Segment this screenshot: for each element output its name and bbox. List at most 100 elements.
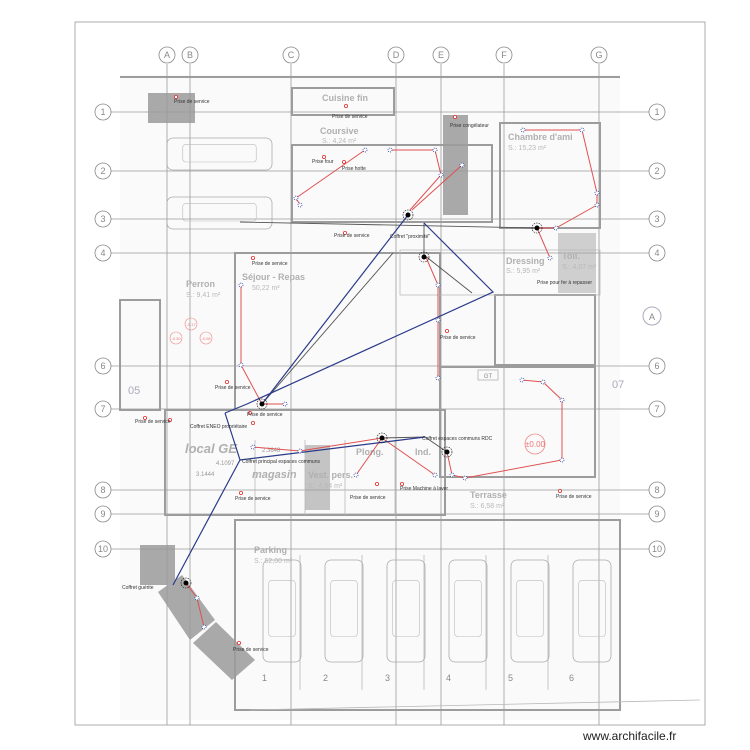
axis-col-label: E [438,50,444,60]
junction-box-dot [421,254,427,260]
axis-col-label: B [187,50,193,60]
label-prise-fer: Prise pour fer à repasser [537,280,592,286]
service-outlet-icon [374,481,379,486]
axis-bubble [648,505,666,523]
plan-frame [74,21,706,726]
service-outlet-icon [444,328,449,333]
junction-box-dot [534,225,540,231]
parking-number: 5 [508,673,513,683]
outlet-icon [435,375,441,381]
label-prise-hotte: Prise hotte [342,166,366,172]
axis-row-label: 6 [100,361,105,371]
axis-row-label: 7 [100,404,105,414]
level-2: -0.17 [186,322,196,327]
service-outlet-icon [399,481,404,486]
outlet-icon [238,362,244,368]
axis-row-label: 2 [654,166,659,176]
car-icon [166,196,273,230]
label-prise-service: Prise de service [334,233,370,239]
axis-col-label: G [595,50,602,60]
room-labels: Cuisine fin Coursive S.: 4,24 m² Chambre… [185,93,597,565]
axis-row-label: 7 [654,404,659,414]
parking-number: 4 [446,673,451,683]
parking-numbers: 1 2 3 4 5 6 [262,673,574,683]
label-coffret-proximite: Coffret "proximité" [390,234,430,240]
room-area: S.: 4,07 m² [562,264,597,271]
axis-bubble [94,400,112,418]
label-prise-machine: Prise Machine à laver [400,486,448,492]
car-icon [572,559,612,663]
outlet-icon [297,448,303,454]
outlet-icon [579,127,585,133]
level-1: -0.30 [171,336,181,341]
axis-row-label: 4 [100,248,105,258]
axis-bubble [282,46,300,64]
parking-number: 6 [569,673,574,683]
parking-number: 1 [262,673,267,683]
label-prise-service: Prise de service [350,495,386,501]
label-prise-service: Prise de service [332,114,368,120]
axis-bubble [181,46,199,64]
outlet-icon [362,147,368,153]
junction-box-icon [402,209,414,221]
axis-bubble [648,103,666,121]
label-coffret-principal: Coffret principal espaces communs [242,459,320,465]
side-marker-05: 05 [128,385,140,397]
outlet-icon [462,475,468,481]
axis-bubble [387,46,405,64]
axis-row-label: 10 [652,544,662,554]
room-area: 50,22 m² [252,285,280,292]
axis-bubble [648,244,666,262]
service-outlet-icon [250,255,255,260]
level-0: ±0.00 [525,440,546,449]
axis-row-label: 3 [100,214,105,224]
label-coffret-guerite: Coffret guérite [122,585,154,591]
outlet-icon [435,317,441,323]
label-prise-congelateur: Prise congélateur [450,123,489,129]
parking-number: 2 [323,673,328,683]
room-perron: Perron [186,279,215,289]
axis-bubble [648,357,666,375]
car-icon [262,559,302,663]
service-outlet-icon [238,490,243,495]
service-annotations: Prise de service Prise de service Prise … [122,99,592,653]
axis-bubble [94,540,112,558]
room-dressing: Dressing [506,256,545,266]
outlet-icon [435,282,441,288]
wiring-nodes [142,95,600,646]
outlet-icon [559,397,565,403]
junction-box-icon [180,577,192,589]
room-local-ge: local GE [185,441,237,456]
cars [166,137,612,663]
outlet-icon [519,377,525,383]
outlet-icon [201,624,207,630]
axis-row-label: 6 [654,361,659,371]
room-area: S.: 52,00 m² [254,558,293,565]
dimension: 3.1444 [196,472,215,478]
dark-zone [148,93,195,123]
axis-bubble [94,505,112,523]
outlet-icon [432,472,438,478]
outlet-icon [293,195,299,201]
watermark: www.archifacile.fr [582,729,676,743]
section-marker-label: A [649,312,655,322]
service-outlet-icon [173,95,178,100]
room-area: S.: 15,23 m² [508,145,547,152]
room-cuisine: Cuisine fin [322,93,368,103]
axis-row-label: 10 [98,544,108,554]
axis-row-label: 4 [654,248,659,258]
outlet-icon [238,282,244,288]
label-prise-service: Prise de service [215,385,251,391]
label-prise-service: Prise de service [252,261,288,267]
junction-box-icon [376,432,388,444]
axis-bubble [94,162,112,180]
junction-box-dot [405,212,411,218]
outlet-icon [194,595,200,601]
junction-box-dot [379,435,385,441]
room-plonge: Plong. [356,447,384,457]
outlet-icon [559,457,565,463]
axis-row-label: 3 [654,214,659,224]
room-area: S.: 9,41 m² [186,292,221,299]
label-prise-service: Prise de service [233,647,269,653]
